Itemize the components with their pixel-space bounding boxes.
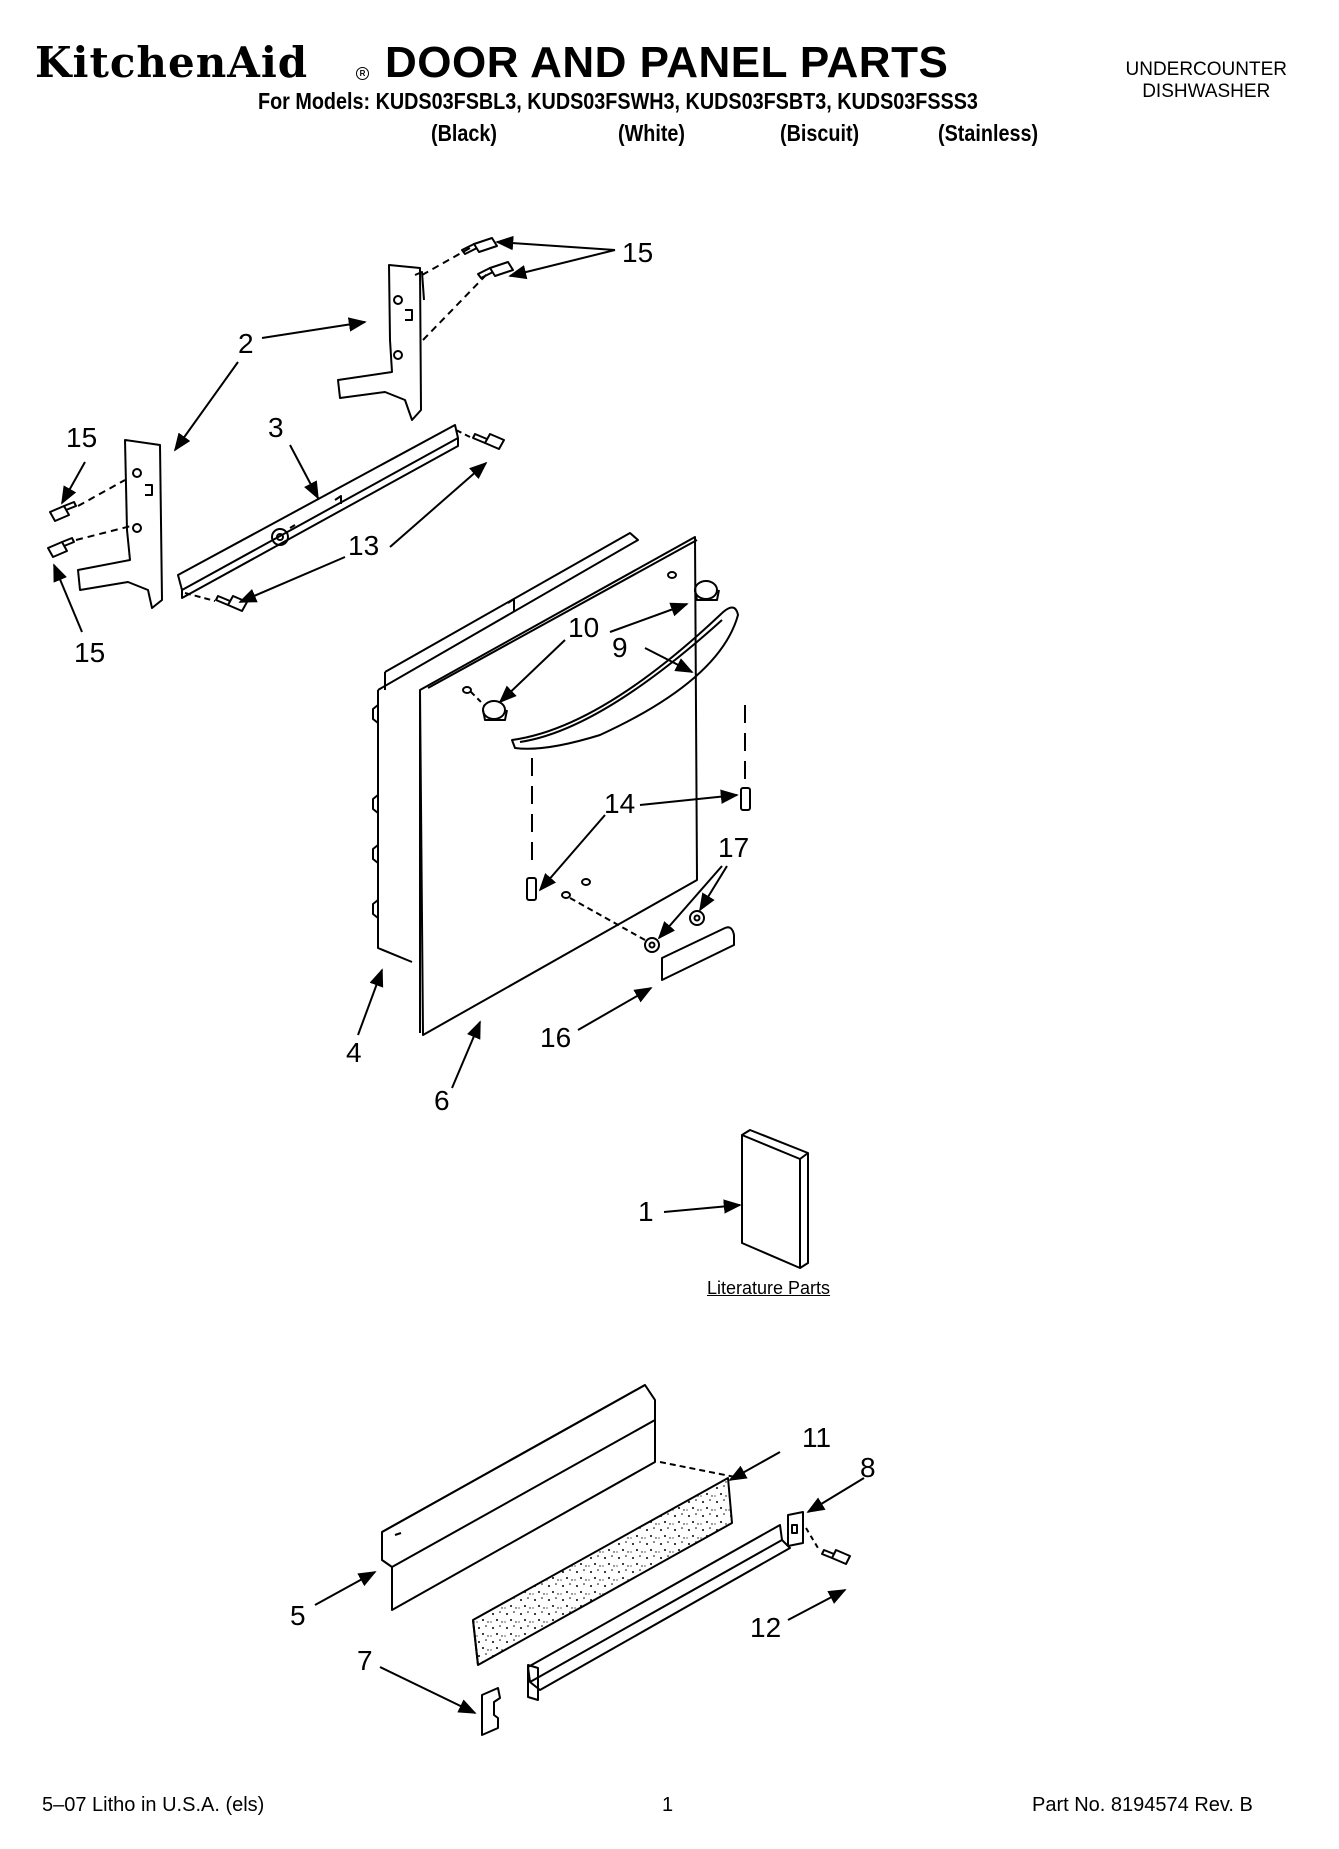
leader-2-a (261, 317, 367, 339)
leader-13-b (238, 556, 346, 603)
leader-16 (577, 987, 653, 1031)
leader-14-b (538, 814, 606, 892)
callout-5: 5 (290, 1600, 306, 1631)
dash-line (470, 691, 485, 706)
callout-14: 14 (604, 788, 636, 819)
leader-15-left (61, 461, 86, 505)
dash-line (77, 479, 126, 507)
leader-15-bottom (53, 563, 83, 633)
leader-6 (451, 1020, 481, 1089)
door-bracket-left (77, 439, 163, 609)
panel-clip (481, 1687, 501, 1736)
callout-9: 9 (612, 632, 628, 663)
callout-15-left: 15 (66, 422, 98, 453)
screw-left-2 (47, 537, 75, 558)
leader-15-b (508, 249, 616, 280)
leader-2-b (173, 361, 239, 452)
leader-5 (314, 1571, 377, 1606)
dash-line (569, 897, 646, 941)
handle-spacer-left (482, 700, 508, 721)
toe-panel (381, 1384, 656, 1611)
leader-8 (806, 1477, 865, 1513)
callout-7: 7 (357, 1645, 373, 1676)
callout-11: 11 (802, 1422, 832, 1453)
leader-17-a (657, 865, 723, 940)
models-line: For Models: KUDS03FSBL3, KUDS03FSWH3, KU… (258, 88, 978, 114)
leader-14-a (639, 789, 739, 806)
leader-12 (787, 1589, 847, 1621)
callout-10: 10 (568, 612, 600, 643)
toe-panel-insulation (472, 1477, 733, 1666)
door-back-panel (372, 532, 639, 963)
handle-screw-left (526, 877, 537, 901)
callout-2: 2 (238, 328, 254, 359)
callout-12: 12 (750, 1612, 782, 1643)
callout-13: 13 (348, 530, 380, 561)
leader-3 (289, 444, 319, 500)
leader-4 (357, 968, 384, 1036)
leader-11 (728, 1451, 781, 1481)
dash-line (75, 524, 136, 541)
leader-10-a (609, 602, 689, 633)
kick-plate (527, 1511, 804, 1701)
mounting-rail (177, 424, 459, 599)
callout-15-bottom: 15 (74, 637, 106, 668)
callout-16: 16 (540, 1022, 572, 1053)
dash-line (184, 592, 216, 602)
leader-15-a (495, 235, 616, 251)
screw-left-1 (49, 501, 77, 522)
nut-left (644, 937, 660, 953)
literature-parts (741, 1129, 809, 1269)
dash-line (805, 1527, 819, 1549)
callout-1: 1 (638, 1196, 654, 1227)
handle-spacer-right (694, 580, 720, 601)
leader-17-b (699, 865, 728, 912)
callout-3: 3 (268, 412, 284, 443)
rail-screw-left (215, 595, 248, 612)
registered-mark: R (356, 67, 369, 80)
page-number: 1 (662, 1794, 674, 1816)
nut-right (689, 910, 705, 926)
leader-lines (53, 235, 865, 1714)
variant-black: (Black) (431, 120, 497, 146)
leader-7 (379, 1666, 477, 1714)
door-front-panel (419, 536, 698, 1036)
variant-biscuit: (Biscuit) (780, 120, 860, 146)
screw-top-2 (477, 261, 514, 279)
screw-top-1 (461, 237, 498, 255)
handle-cover (661, 926, 735, 981)
product-type: UNDERCOUNTER DISHWASHER (1126, 59, 1288, 103)
leader-10-b (498, 639, 566, 704)
dash-line (421, 247, 471, 276)
leader-1 (663, 1199, 742, 1214)
product-type-line-1: UNDERCOUNTER (1125, 59, 1288, 80)
leader-9 (644, 647, 694, 673)
product-type-line-2: DISHWASHER (1142, 81, 1271, 102)
dash-line (455, 429, 471, 438)
literature-parts-label: Literature Parts (707, 1278, 831, 1298)
callout-15-top: 15 (622, 237, 654, 268)
handle-screw-right (740, 787, 751, 811)
callout-6: 6 (434, 1085, 450, 1116)
variant-white: (White) (618, 120, 686, 146)
leader-13-a (389, 461, 488, 548)
kick-plate-screw (821, 1549, 851, 1565)
page-title: DOOR AND PANEL PARTS (385, 38, 949, 87)
dash-line (659, 1461, 741, 1479)
litho-note: 5–07 Litho in U.S.A. (els) (42, 1794, 265, 1816)
callout-17: 17 (718, 832, 750, 863)
dash-line (422, 272, 489, 341)
callout-8: 8 (860, 1452, 876, 1483)
brand-logo: KitchenAid (35, 38, 309, 87)
callout-4: 4 (346, 1037, 362, 1068)
door-bracket-right (337, 264, 425, 421)
part-number: Part No. 8194574 Rev. B (1032, 1794, 1253, 1816)
variant-stainless: (Stainless) (938, 120, 1039, 146)
rail-screw-right (472, 433, 505, 450)
door-handle (511, 606, 739, 750)
